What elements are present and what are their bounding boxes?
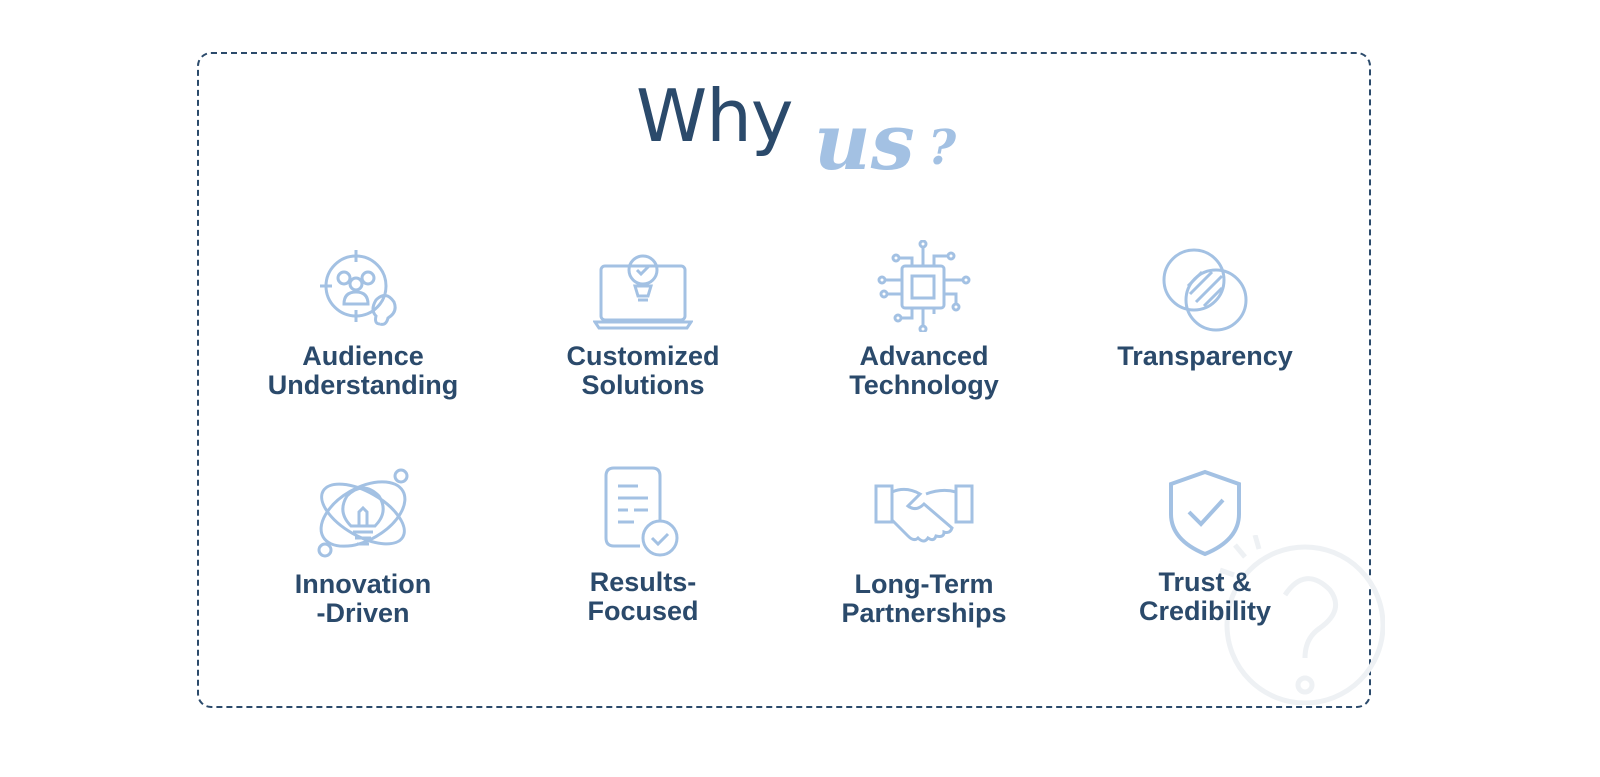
document-check-icon	[604, 466, 679, 557]
overlap-circles-icon	[1162, 248, 1248, 332]
feature-innovation-driven: Innovation-Driven	[233, 466, 493, 628]
feature-label: Solutions	[581, 370, 705, 400]
shield-check-icon	[1169, 469, 1241, 557]
feature-label: Results-	[589, 567, 697, 597]
handshake-icon	[874, 484, 974, 543]
feature-label: Technology	[849, 370, 999, 400]
title-us: us	[814, 97, 915, 188]
feature-label: Partnerships	[841, 598, 1007, 628]
feature-label: -Driven	[316, 598, 410, 628]
feature-label: Understanding	[267, 370, 459, 400]
lightbulb-orbit-icon	[317, 468, 409, 558]
feature-results-focused: Results-Focused	[513, 466, 773, 626]
title-question-mark: ?	[928, 120, 957, 176]
audience-target-icon	[320, 250, 397, 326]
feature-label: Long-Term	[854, 569, 994, 599]
feature-trust-credibility: Trust &Credibility	[1075, 468, 1335, 626]
feature-label: Transparency	[1117, 341, 1293, 371]
feature-label: Credibility	[1138, 596, 1272, 626]
question-bulb-decoration-icon	[1219, 535, 1385, 705]
feature-transparency: Transparency	[1075, 248, 1335, 371]
feature-label: Innovation	[294, 569, 432, 599]
feature-label: Focused	[587, 596, 699, 626]
chip-icon	[877, 240, 971, 332]
title-why: Why	[636, 74, 793, 158]
why-us-panel	[197, 52, 1371, 708]
feature-label: Audience	[302, 341, 424, 371]
feature-label: Trust &	[1158, 567, 1252, 597]
feature-label: Advanced	[859, 341, 989, 371]
laptop-gear-icon	[593, 254, 693, 330]
feature-label: Customized	[566, 341, 720, 371]
